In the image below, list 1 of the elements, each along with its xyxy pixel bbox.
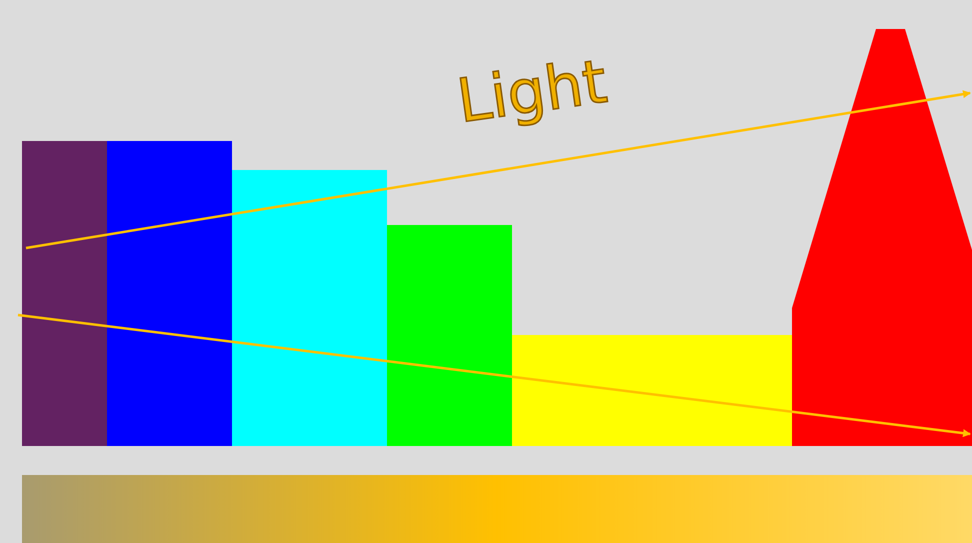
light-label: Light (454, 52, 610, 132)
